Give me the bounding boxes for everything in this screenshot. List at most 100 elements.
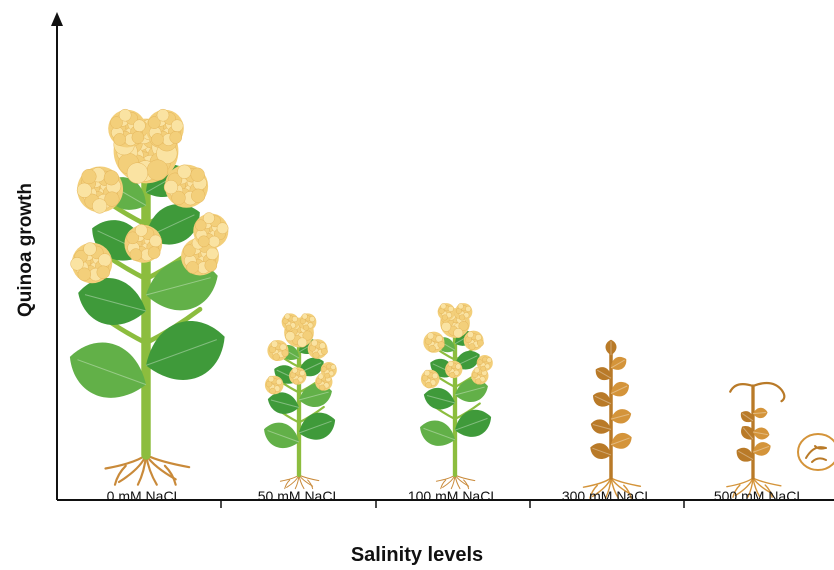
plant-500mm [727,383,784,497]
seed-bud [476,379,482,385]
seed-bud [302,314,308,320]
seed-bud [321,348,327,354]
seed-bud [441,322,451,332]
root-line [753,478,781,486]
seed-bud [469,344,475,350]
seed-bud [130,249,142,261]
seed-bud [132,131,144,143]
seed-bud [309,316,315,322]
root-line [146,455,189,467]
seed-bud [82,169,97,184]
seed-bud [458,303,464,309]
leaf [606,340,617,355]
seed-bud [84,243,97,256]
seed-bud [303,325,309,331]
seed-bud [477,340,483,346]
seed-bud [150,235,162,247]
category-label-300mm: 300 mM NaCL [532,488,682,504]
seed-bud [104,170,119,185]
seed-bud [71,257,84,270]
seed-bud [453,328,463,338]
seed-bud [205,259,217,271]
seed-bud [448,306,454,312]
seed-bud [449,372,455,378]
root-line [611,478,640,486]
seedling-sprout [806,446,826,462]
seed-bud [282,350,289,357]
drooping-tip [753,383,784,401]
seed-bud [448,361,454,367]
seed-bud [292,316,298,322]
seed-bud [203,213,214,224]
seed-bud [170,131,182,143]
leaf [752,426,771,441]
root-line [455,475,475,481]
seed-bud [164,180,178,194]
leaf [753,407,768,419]
seed-bud [119,109,131,121]
seed-bud [438,341,445,348]
seed-bud [92,199,107,214]
seed-ring [798,434,834,470]
seed-bud [311,340,317,346]
seed-bud [270,388,276,394]
seed-bud [147,160,168,181]
seed-bud [191,168,205,182]
seed-bud [297,338,307,348]
plant-50mm [260,313,340,488]
seed-bud [171,120,183,132]
seed-bud [465,306,471,312]
leaf [294,407,339,445]
seed-bud [217,223,228,234]
seed-bud [273,354,280,361]
seed-bud [191,189,205,203]
seed-bud [285,314,291,320]
seed-bud [97,266,110,279]
leaf [260,418,303,454]
plant-300mm [584,340,641,498]
seed-bud [157,109,169,121]
seed-bud [268,376,274,382]
seed-bud [477,360,482,365]
seed-bud [442,315,448,321]
seed-bud [424,370,430,376]
seed-bud [293,379,299,385]
seed-bud [331,365,336,370]
seed-bud [313,352,319,358]
seed-bud [426,382,432,388]
seed-bud [114,133,126,145]
leaf [61,332,156,410]
y-axis-title: Quinoa growth [15,183,37,317]
plant-0mm [61,109,235,485]
leaf [421,384,458,413]
seed-bud [177,165,191,179]
seed-bud [135,224,147,236]
category-label-100mm: 100 mM NaCL [378,488,528,504]
seed-bud [427,332,434,339]
category-label-50mm: 50 mM NaCL [224,488,374,504]
seed-bud [325,373,330,378]
seed-bud [98,254,111,267]
plants-layer [61,109,834,498]
seed-bud [276,379,282,385]
root-line [299,475,319,481]
seed-bud [481,366,486,371]
seed-bud [206,248,218,260]
seed-bud [148,247,160,259]
seed-bud [456,364,462,370]
seed-bud [209,236,220,247]
seed-bud [429,345,436,352]
seed-bud [271,341,278,348]
seed-bud [133,120,145,132]
seed-bud [467,331,473,337]
seed-bud [321,367,326,372]
seed-bud [127,163,148,184]
leaf [416,415,459,451]
x-axis-title: Salinity levels [0,544,834,567]
drooping-tip [730,384,753,392]
seed-bud [77,183,92,198]
seed-bud [320,385,326,391]
seed-bud [198,236,209,247]
y-axis-arrow-icon [51,12,63,26]
